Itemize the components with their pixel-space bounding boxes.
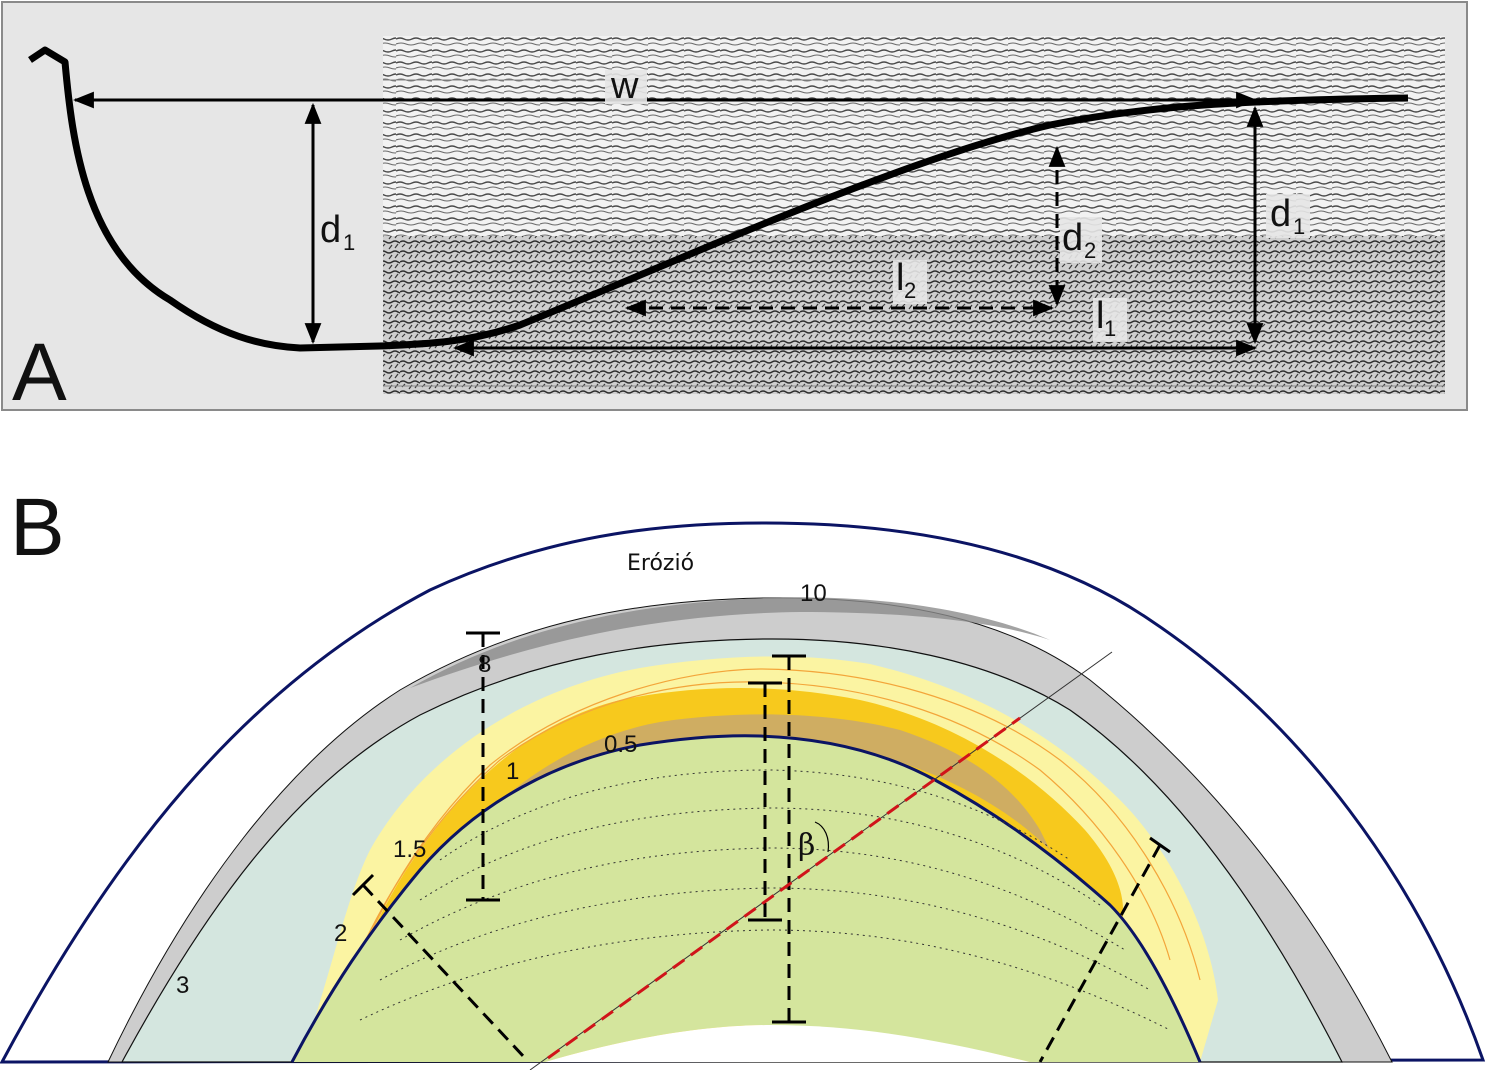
contour-label-3: 3 <box>176 972 189 999</box>
angle-arc <box>814 821 830 853</box>
erosion-label: Erózió <box>627 551 694 576</box>
panel-b: B <box>0 482 1486 1070</box>
core-outline <box>290 734 1202 1063</box>
core-green <box>292 735 1200 1062</box>
panel-b-letter: B <box>10 482 65 573</box>
d1-right-label: d <box>1270 193 1291 235</box>
l2-label: l <box>896 257 904 299</box>
d2-subscript: 2 <box>1084 238 1096 263</box>
contour-label-1-5: 1.5 <box>393 836 426 863</box>
l2-subscript: 2 <box>904 278 916 303</box>
d1-right-label-bg <box>1266 194 1310 238</box>
contour-label-8: 8 <box>478 651 491 678</box>
panel-a: w d 1 d 1 d 2 l 2 l 1 A <box>1 1 1468 418</box>
d1-right-subscript: 1 <box>1293 214 1305 239</box>
panel-a-letter: A <box>12 327 67 418</box>
l1-label-bg <box>1093 298 1127 342</box>
d2-label: d <box>1062 217 1083 259</box>
d1-left-label: d <box>320 209 341 251</box>
layer-dark-gray <box>410 597 1050 688</box>
basin-profile <box>28 46 1409 352</box>
l1-label: l <box>1096 295 1104 337</box>
contour-label-1: 1 <box>506 758 519 785</box>
l2-label-bg <box>893 260 927 304</box>
w-label-bg <box>605 70 647 104</box>
core-bottom-cut <box>545 1025 1030 1062</box>
dotted-arcs <box>359 769 1171 1031</box>
contour-label-0-5: 0.5 <box>604 731 637 758</box>
d2-label-bg <box>1060 217 1102 263</box>
contour-label-10: 10 <box>800 580 827 607</box>
w-label: w <box>610 65 639 107</box>
angle-label: β <box>798 828 815 863</box>
red-dashed-axis <box>547 716 1021 1060</box>
contour-label-2: 2 <box>334 920 347 947</box>
measurement-bars <box>351 631 1171 1063</box>
contour-line-2 <box>329 668 1201 1041</box>
d1-left-subscript: 1 <box>343 230 355 255</box>
l1-subscript: 1 <box>1104 316 1116 341</box>
